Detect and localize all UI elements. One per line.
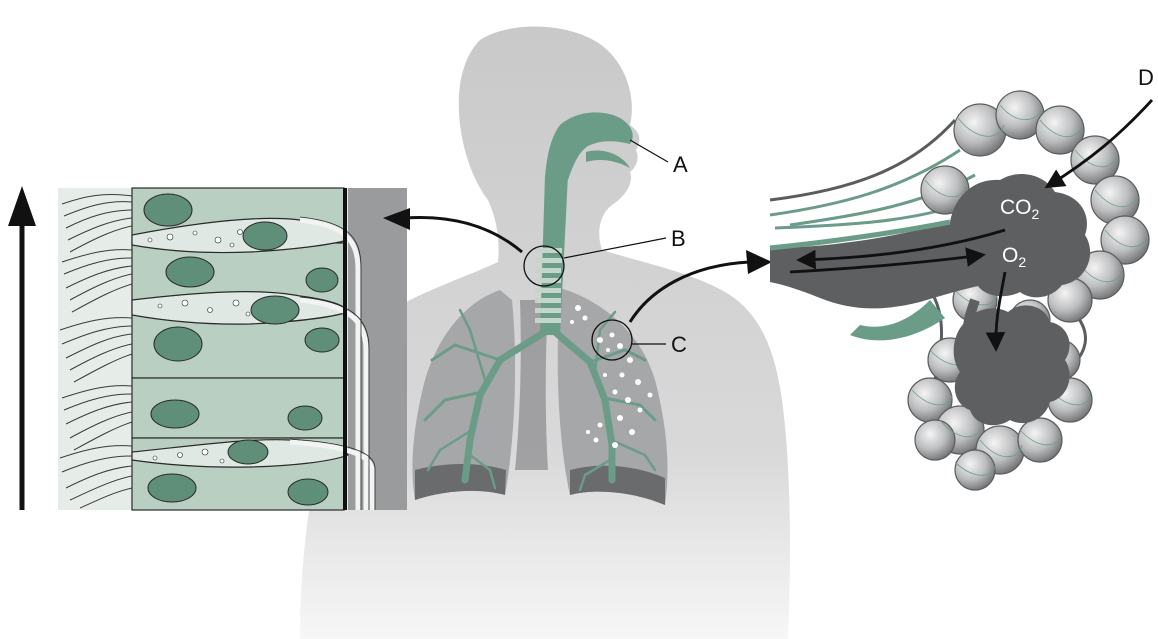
basement-tissue (345, 188, 407, 510)
alveoli-detail: CO2 O2 (770, 91, 1152, 490)
label-d: D (1138, 65, 1154, 90)
label-c: C (671, 332, 687, 357)
ciliated-epithelium-detail (8, 186, 407, 510)
label-b: B (671, 226, 686, 251)
label-a: A (673, 152, 688, 177)
